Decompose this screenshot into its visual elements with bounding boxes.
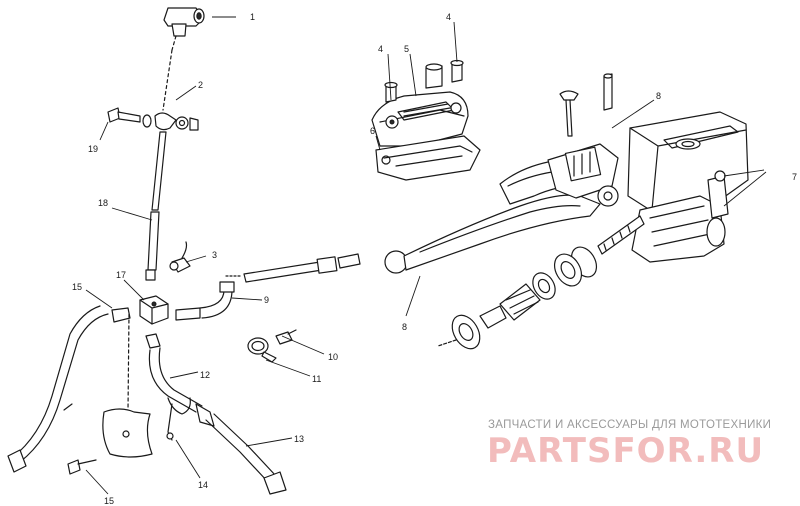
watermark: ЗАПЧАСТИ И АКСЕССУАРЫ ДЛЯ МОТОТЕХНИКИ PA… [487, 419, 771, 471]
callout-8-top: 8 [656, 91, 661, 101]
callout-15-top: 15 [72, 282, 82, 292]
watermark-brand: PARTSFOR.RU [487, 431, 764, 471]
callout-9: 9 [264, 295, 269, 305]
part-4-cover-screws [384, 59, 464, 103]
part-pushrod [225, 253, 361, 283]
callout-18: 18 [98, 198, 108, 208]
part-plate [102, 313, 153, 458]
callout-numbers: 1 2 3 4 4 5 6 7 8 8 9 10 11 12 13 14 15 … [72, 12, 797, 506]
callout-1: 1 [250, 12, 255, 22]
part-15-bolt [67, 459, 97, 475]
callout-4-right: 4 [446, 12, 451, 22]
part-pivot-pin [559, 73, 613, 137]
callout-19: 19 [88, 144, 98, 154]
part-lever-pivot-bracket [547, 143, 619, 207]
callout-6: 6 [370, 126, 375, 136]
part-11-rivet [275, 329, 297, 345]
part-17-junction-block [139, 295, 169, 325]
callout-14: 14 [198, 480, 208, 490]
callout-4-left: 4 [378, 44, 383, 54]
callout-7: 7 [792, 172, 797, 182]
part-13-brake-hose-right [205, 413, 287, 495]
callout-5: 5 [404, 44, 409, 54]
callout-17: 17 [116, 270, 126, 280]
callout-12: 12 [200, 370, 210, 380]
part-dust-boot [437, 283, 541, 350]
part-6-diaphragm [375, 135, 481, 181]
part-3-bleeder-fitting [169, 241, 191, 273]
callout-3: 3 [212, 250, 217, 260]
watermark-subtitle: ЗАПЧАСТИ И АКСЕССУАРЫ ДЛЯ МОТОТЕХНИКИ [488, 419, 771, 431]
leader-lines [85, 16, 767, 495]
part-10-clip [247, 337, 277, 363]
part-7-master-cylinder-body [627, 111, 749, 263]
callout-8-bottom: 8 [402, 322, 407, 332]
part-5-reservoir-cover [371, 91, 469, 147]
part-14-hose-clamp [166, 397, 191, 441]
callout-15-bottom: 15 [104, 496, 114, 506]
part-12-brake-hose-middle [145, 333, 215, 427]
part-reservoir-plug [425, 63, 443, 89]
callout-2: 2 [198, 80, 203, 90]
part-piston-assembly [532, 215, 645, 300]
part-9-elbow-fitting [175, 281, 235, 321]
callout-11: 11 [312, 374, 321, 384]
part-15-brake-hose-left [7, 305, 131, 473]
part-1-tee-fitting [162, 7, 205, 111]
callout-13: 13 [294, 434, 304, 444]
part-19-banjo-bolt [107, 107, 199, 131]
part-18-brake-hose-upper [145, 131, 167, 281]
callout-10: 10 [328, 352, 338, 362]
